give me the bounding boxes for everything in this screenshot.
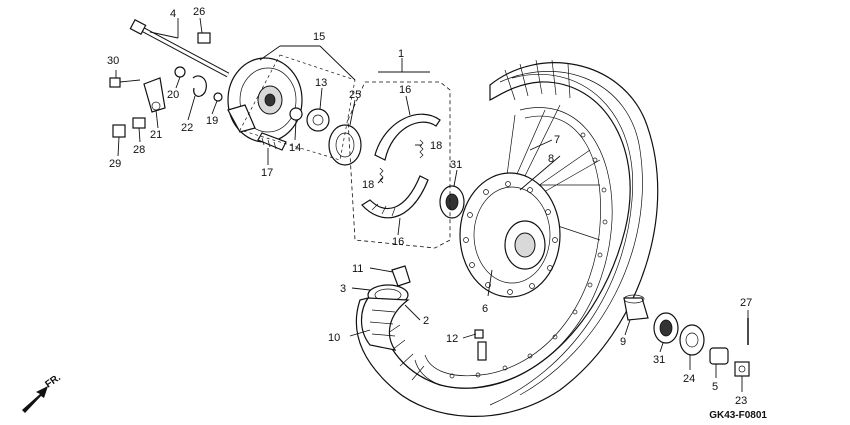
figure-code: GK43-F0801 xyxy=(709,410,767,421)
rear-hub xyxy=(459,104,601,298)
front-direction-arrow: FR. xyxy=(22,372,63,413)
callout-16-lower: 16 xyxy=(392,236,404,248)
callout-2: 2 xyxy=(423,315,429,327)
adjusting-cap xyxy=(112,124,126,138)
callout-28: 28 xyxy=(133,144,145,156)
return-spring xyxy=(174,66,186,78)
oil-seal-right xyxy=(679,324,705,356)
callout-19: 19 xyxy=(206,115,218,127)
callout-21: 21 xyxy=(150,129,162,141)
callout-26: 26 xyxy=(193,6,205,18)
callout-24: 24 xyxy=(683,373,695,385)
leader-lines xyxy=(115,17,749,392)
brake-panel xyxy=(227,57,303,143)
callout-31-left: 31 xyxy=(450,159,462,171)
axle xyxy=(129,18,230,78)
callout-15: 15 xyxy=(313,31,325,43)
callout-22: 22 xyxy=(181,122,193,134)
callout-10: 10 xyxy=(328,332,340,344)
valve-cap xyxy=(474,329,484,339)
callout-3: 3 xyxy=(340,283,346,295)
tube-and-rim-band xyxy=(360,265,411,351)
castle-nut xyxy=(734,361,750,377)
callout-20: 20 xyxy=(167,89,179,101)
callout-4: 4 xyxy=(170,8,176,20)
axle-nut xyxy=(197,32,211,44)
speedometer-gear xyxy=(306,108,330,132)
callout-6: 6 xyxy=(482,303,488,315)
callout-16-upper: 16 xyxy=(399,84,411,96)
callout-8: 8 xyxy=(548,153,554,165)
rim-spoke-holes xyxy=(449,132,608,379)
right-side-collar xyxy=(623,294,649,321)
brake-arm xyxy=(143,77,166,113)
wheel-rim-and-tire xyxy=(355,59,659,417)
callout-17: 17 xyxy=(261,167,273,179)
callout-13: 13 xyxy=(315,77,327,89)
callout-27: 27 xyxy=(740,297,752,309)
brake-arm-bolt xyxy=(109,77,141,88)
callout-5: 5 xyxy=(712,381,718,393)
callout-11: 11 xyxy=(352,263,363,275)
callout-23: 23 xyxy=(735,395,747,407)
brake-clip xyxy=(192,75,207,97)
callout-numbers: 4 26 30 20 21 22 19 28 29 17 14 13 15 25… xyxy=(107,6,752,407)
hub-flange-holes xyxy=(463,181,558,295)
adjusting-nut xyxy=(132,117,146,129)
callout-29: 29 xyxy=(109,158,121,170)
callout-1: 1 xyxy=(398,48,404,60)
distance-collar xyxy=(709,347,729,365)
callout-31-right: 31 xyxy=(653,354,665,366)
dust-seal xyxy=(328,124,362,166)
callout-12: 12 xyxy=(446,333,458,345)
brake-cam xyxy=(257,132,287,151)
callout-18-right: 18 xyxy=(430,140,442,152)
washer xyxy=(213,92,223,102)
bearing-right xyxy=(653,312,679,344)
callout-25: 25 xyxy=(349,89,361,101)
callout-18-left: 18 xyxy=(362,179,374,191)
callout-7: 7 xyxy=(554,134,560,146)
callout-30: 30 xyxy=(107,55,119,67)
brake-shoe-set xyxy=(347,81,451,249)
bearing-left xyxy=(439,185,465,219)
callout-14: 14 xyxy=(289,142,301,154)
callout-9: 9 xyxy=(620,336,626,348)
valve-stem xyxy=(477,341,487,361)
thrust-washer xyxy=(289,107,303,121)
